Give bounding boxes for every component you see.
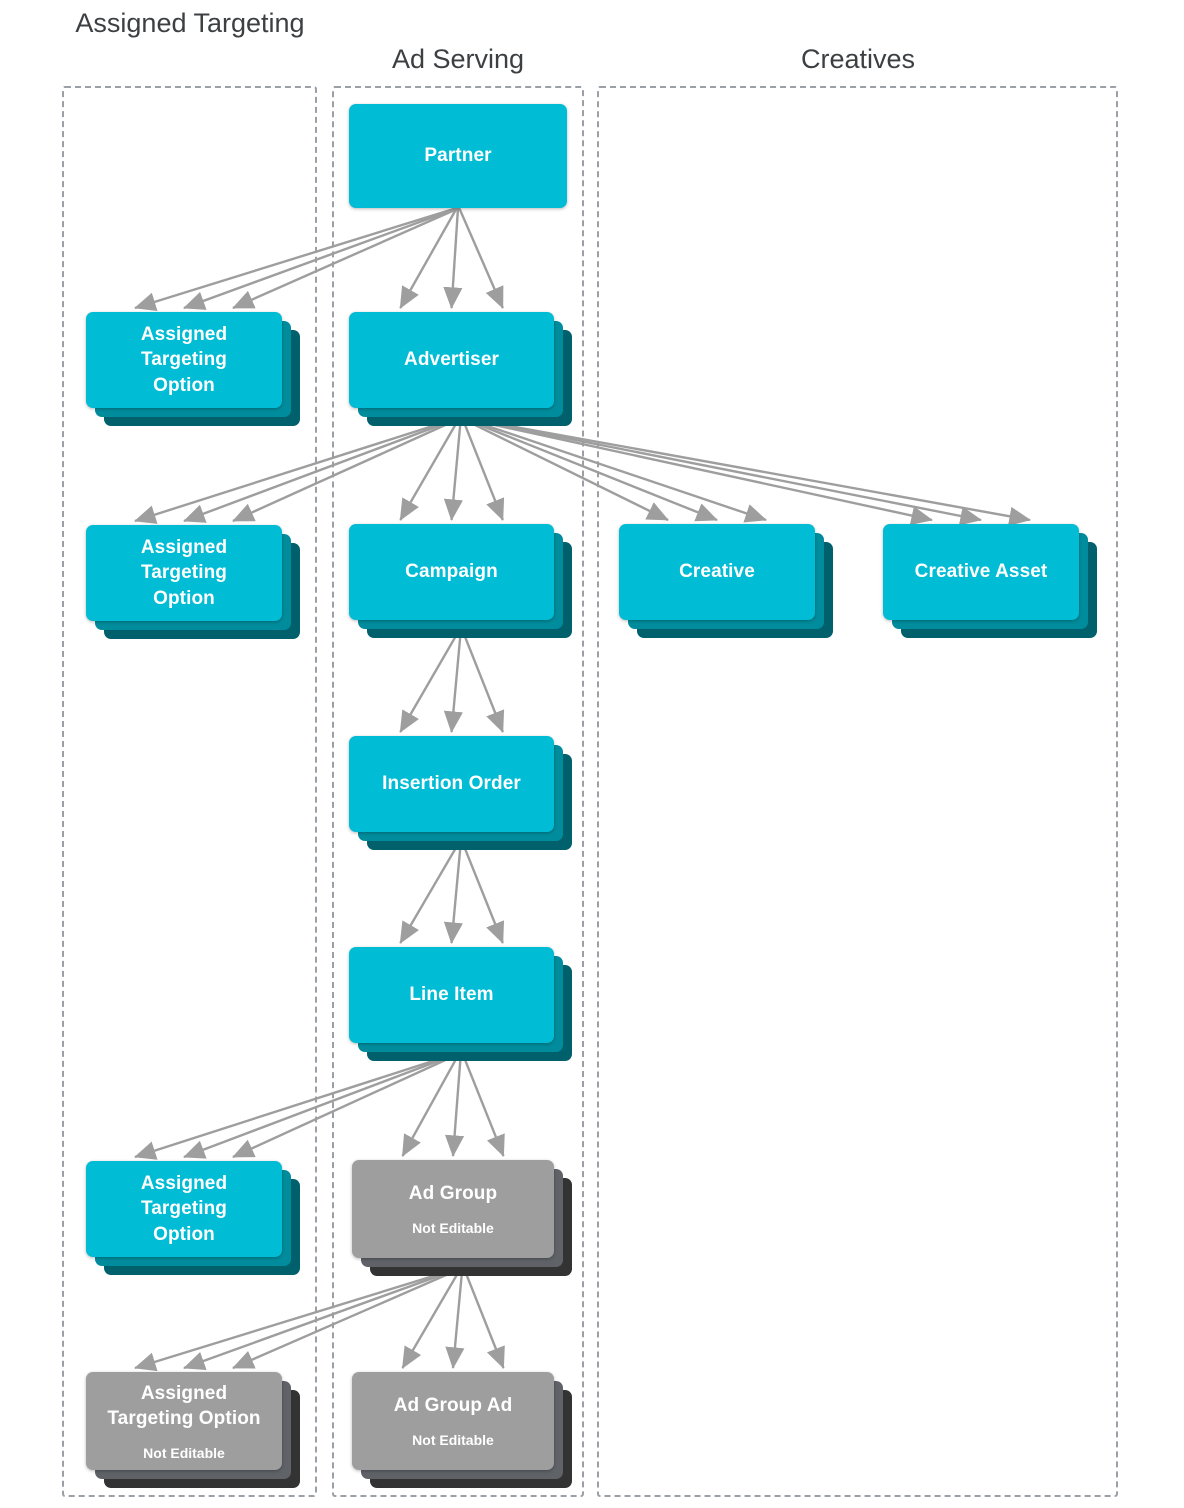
node-surface: Insertion Order [349,736,554,832]
node-surface: Assigned Targeting Option [86,525,282,621]
node-not-editable-badge: Not Editable [412,1220,494,1237]
node-not-editable-badge: Not Editable [143,1444,225,1461]
node-surface: Assigned Targeting Option [86,1161,282,1257]
node-assigned-targeting-option-ad-group[interactable]: Assigned Targeting Option Not Editable [86,1372,300,1488]
column-header-ad-serving: Ad Serving [391,44,525,74]
node-surface: Creative Asset [883,524,1079,620]
node-label: Campaign [405,561,498,583]
node-ad-group-ad[interactable]: Ad Group Ad Not Editable [352,1372,572,1488]
node-surface: Advertiser [349,312,554,408]
node-label: Assigned Targeting Option [107,1382,261,1429]
column-frame-ad-serving [332,86,584,1497]
column-header-assigned-targeting: Assigned Targeting [75,8,305,38]
node-label: Creative Asset [914,561,1048,583]
node-partner-surface: Partner [349,104,567,208]
node-surface: Assigned Targeting Option [86,312,282,408]
node-label: Assigned Targeting Option [140,324,228,396]
node-surface: Assigned Targeting Option Not Editable [86,1372,282,1470]
node-label: Insertion Order [382,773,521,795]
node-surface: Ad Group Ad Not Editable [352,1372,554,1470]
node-surface: Ad Group Not Editable [352,1160,554,1258]
node-creative-asset[interactable]: Creative Asset [883,524,1097,638]
node-surface: Campaign [349,524,554,620]
node-assigned-targeting-option-advertiser[interactable]: Assigned Targeting Option [86,525,300,639]
node-label: Ad Group Ad [393,1395,513,1417]
node-partner[interactable]: Partner [349,104,567,208]
node-assigned-targeting-option-partner[interactable]: Assigned Targeting Option [86,312,300,426]
node-label: Creative [679,561,755,583]
node-label: Ad Group [408,1183,498,1205]
node-label: Assigned Targeting Option [140,1173,228,1245]
node-ad-group[interactable]: Ad Group Not Editable [352,1160,572,1276]
node-partner-label: Partner [424,145,492,167]
node-label: Advertiser [404,349,499,371]
column-frame-creatives [597,86,1118,1497]
node-advertiser[interactable]: Advertiser [349,312,572,426]
node-insertion-order[interactable]: Insertion Order [349,736,572,850]
node-creative[interactable]: Creative [619,524,833,638]
node-surface: Line Item [349,947,554,1043]
column-header-creatives: Creatives [800,44,916,74]
node-assigned-targeting-option-line-item[interactable]: Assigned Targeting Option [86,1161,300,1275]
node-line-item[interactable]: Line Item [349,947,572,1061]
node-label: Line Item [409,984,494,1006]
node-campaign[interactable]: Campaign [349,524,572,638]
node-not-editable-badge: Not Editable [412,1432,494,1449]
column-frame-assigned-targeting [62,86,317,1497]
node-surface: Creative [619,524,815,620]
node-label: Assigned Targeting Option [140,537,228,609]
